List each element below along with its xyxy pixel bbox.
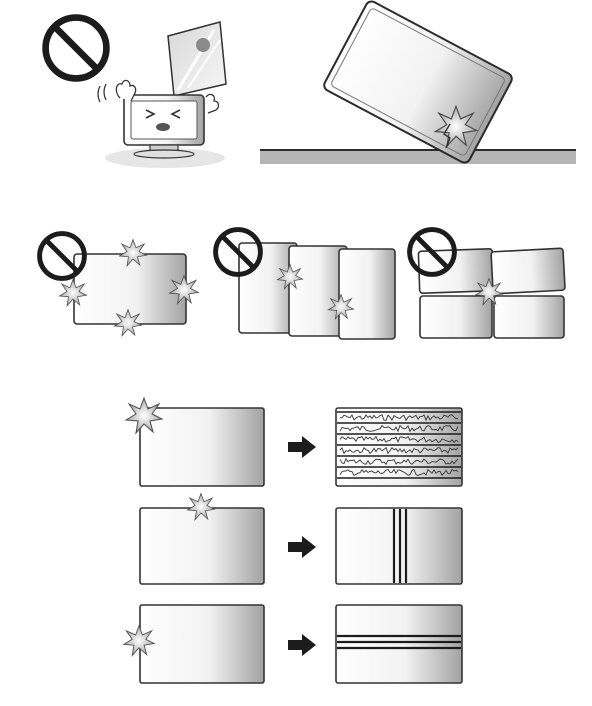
- prohibited-icon: [46, 18, 107, 79]
- floor: [260, 150, 576, 164]
- tiled-corner-impact-warning: [410, 230, 566, 339]
- noise-line: [339, 435, 459, 444]
- panel: [139, 407, 265, 487]
- panel: [139, 604, 265, 684]
- horizontal-lines: [337, 634, 461, 650]
- damage-row-corner: [125, 397, 463, 487]
- overlap-impact-warning: [216, 230, 396, 340]
- panel: [419, 295, 493, 339]
- panel: [490, 247, 566, 295]
- damage-row-side-edge: [123, 604, 463, 684]
- panel: [73, 253, 187, 325]
- monitor-character: [97, 79, 220, 159]
- edge-impact-warning: [40, 234, 199, 337]
- sun-icon: [196, 38, 210, 52]
- sunlight-warning: [46, 18, 227, 168]
- noise-lines: [337, 411, 461, 479]
- right-arrow-icon: [288, 634, 316, 656]
- panel: [139, 507, 265, 585]
- vertical-lines: [392, 509, 408, 583]
- corner-drop-warning: [260, 0, 576, 164]
- noise-line: [339, 424, 459, 433]
- falling-panel: [323, 0, 513, 164]
- noise-line: [339, 414, 459, 422]
- noise-line: [339, 457, 459, 466]
- right-arrow-icon: [288, 536, 316, 558]
- sunny-window: [167, 21, 227, 97]
- panel: [338, 248, 396, 340]
- damage-row-top-edge: [139, 493, 463, 585]
- noise-line: [339, 468, 459, 476]
- panel: [493, 295, 565, 339]
- noise-line: [339, 446, 459, 455]
- result-panel-horizontal: [335, 604, 463, 684]
- right-arrow-icon: [288, 436, 316, 458]
